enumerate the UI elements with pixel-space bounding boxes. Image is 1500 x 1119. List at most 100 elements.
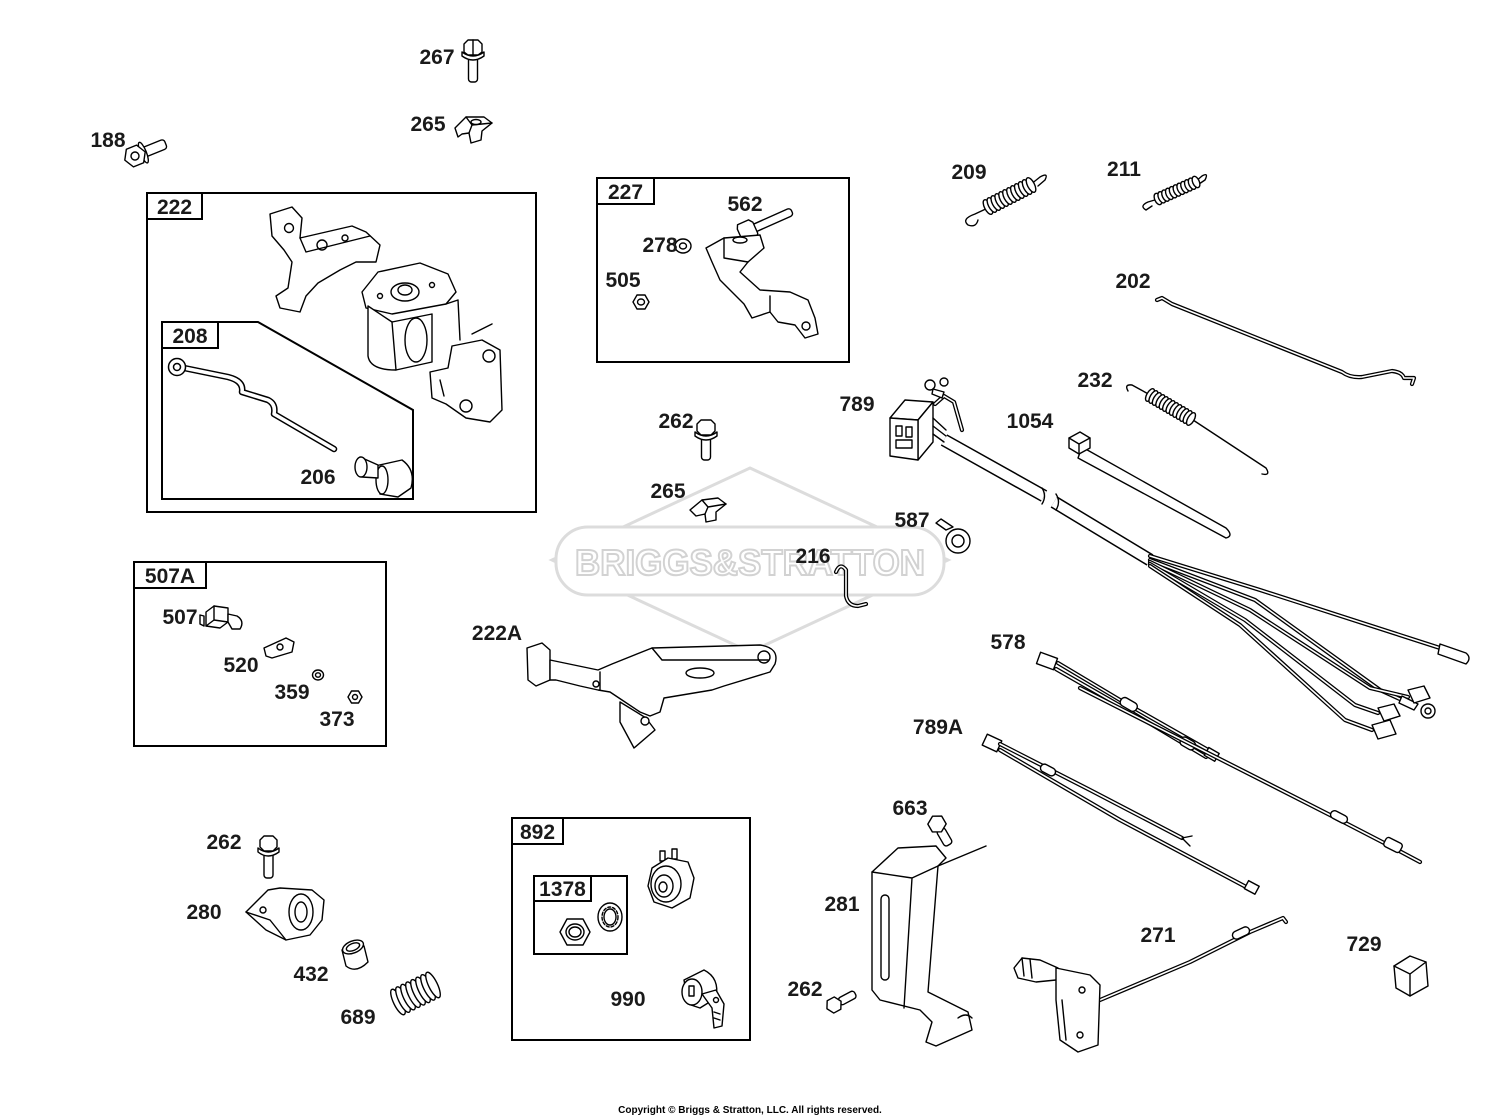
nut-505: [632, 294, 650, 310]
clip-587-shape: [935, 518, 954, 531]
group-box-208: 208: [161, 321, 414, 500]
group-label-208: 208: [172, 325, 207, 348]
spring-209-coils: [982, 177, 1037, 215]
wire-inner-stroke: [934, 395, 963, 431]
wire-harness-789-shape: [932, 417, 947, 443]
callout-232: 232: [1077, 369, 1112, 392]
bracket-222A-shape: [549, 644, 777, 717]
solenoid-bracket-222-shape: [341, 234, 349, 242]
washer-359-shape: [314, 672, 322, 678]
bracket-222A-shape: [526, 642, 551, 687]
group-label-892: 892: [520, 821, 555, 844]
bolt-262-middle-shape: [696, 419, 716, 436]
spring-211-shape: [1194, 173, 1208, 185]
clip-587: [935, 518, 971, 554]
solenoid-bracket-222-shape: [428, 281, 436, 289]
copyright-notice: Copyright © Briggs & Stratton, LLC. All …: [618, 1105, 882, 1116]
callout-507: 507: [162, 606, 197, 629]
group-box-227-shape: [596, 177, 850, 363]
switch-507-shape: [227, 613, 243, 630]
cap-729-shape: [1393, 961, 1427, 997]
solenoid-bracket-222-shape: [445, 299, 461, 341]
solenoid-bracket-222-shape: [459, 399, 473, 413]
nut-505-shape: [636, 298, 646, 306]
bolt-262-lower-middle: [826, 990, 857, 1014]
callout-262-middle: 262: [658, 410, 693, 433]
callout-373: 373: [319, 708, 354, 731]
callout-280: 280: [186, 901, 221, 924]
solenoid-bracket-222-shape: [269, 206, 381, 313]
nut-1378: [559, 918, 591, 946]
solenoid-bracket-222: [269, 206, 503, 423]
wire-harness-578-shape: [1035, 651, 1059, 671]
bolt-188: [124, 139, 168, 168]
group-box-1378: 1378: [533, 875, 628, 955]
group-box-208-shape: [161, 321, 414, 500]
bolt-262-middle: [694, 419, 718, 461]
bracket-227: [705, 234, 819, 339]
wire-harness-789-shape: [905, 426, 913, 438]
bolt-188-shape: [124, 144, 146, 168]
solenoid-bracket-222-shape: [397, 284, 413, 296]
nut-373-shape: [351, 693, 359, 701]
throttle-control-271-shape: [1078, 986, 1086, 994]
wire-harness-578-shape: [1119, 696, 1139, 713]
bracket-222A-shape: [685, 667, 715, 679]
group-box-507A-shape: [133, 561, 387, 747]
bolt-188-shape: [130, 151, 140, 161]
bracket-281-shape: [957, 1014, 973, 1019]
wire-harness-789-shape: [1437, 643, 1470, 665]
callout-262-lower-left: 262: [206, 831, 241, 854]
group-label-1378: 1378: [539, 878, 586, 901]
spring-coil: [1185, 412, 1197, 426]
wire-inner-stroke: [835, 565, 867, 607]
bracket-281-shape: [871, 845, 987, 1009]
solenoid-bracket-222-shape: [429, 339, 503, 423]
wire-harness-578-shape: [1383, 836, 1403, 854]
group-label-222: 222: [157, 196, 192, 219]
wire-inner-stroke: [1051, 497, 1153, 565]
clip-265-middle-shape: [689, 497, 727, 523]
spring-coil: [1191, 175, 1201, 189]
wire-harness-789-shape: [939, 377, 949, 387]
wire-harness-789A-shape: [997, 747, 1251, 891]
ignition-switch-892-shape: [671, 848, 678, 860]
group-label-227: 227: [608, 181, 643, 204]
bracket-222A-shape: [757, 650, 771, 664]
group-box-507A: 507A: [133, 561, 387, 747]
group-box-222-shape: [146, 192, 537, 513]
solenoid-bracket-222-shape: [404, 317, 428, 363]
wire-harness-789-shape: [1371, 719, 1397, 740]
wire-harness-789-shape: [924, 379, 936, 391]
wire-harness-789A: [981, 733, 1260, 895]
spring-232-shape: [1189, 417, 1269, 476]
wire-inner-stroke: [999, 743, 1183, 839]
throttle-control-271-shape: [1231, 926, 1251, 940]
callout-265-top: 265: [410, 113, 445, 136]
wire-harness-789: [889, 377, 1470, 740]
wire-inner-stroke: [182, 366, 336, 451]
spring-232: [1125, 384, 1269, 476]
wire-harness-789-shape: [895, 425, 903, 437]
callout-505: 505: [605, 269, 640, 292]
clip-265-top-shape: [465, 116, 493, 134]
cable-tie-1054-shape: [1068, 437, 1091, 455]
bracket-222A-shape: [599, 647, 769, 691]
group-box-892: 892: [511, 817, 751, 1041]
key-cylinder-990-shape: [712, 996, 720, 1004]
knob-206-shape: [354, 456, 368, 478]
wire-harness-789-shape: [895, 439, 913, 449]
spring-209: [965, 174, 1047, 227]
wire-harness-789A-shape: [1039, 763, 1057, 777]
rod-202: [1154, 295, 1417, 387]
ignition-switch-892-shape: [659, 850, 666, 862]
cap-729: [1393, 955, 1429, 997]
callout-206: 206: [300, 466, 335, 489]
wire-inner-stroke: [1057, 662, 1209, 751]
callout-209: 209: [951, 161, 986, 184]
bushing-432-shape: [345, 942, 361, 952]
bolt-267: [461, 39, 485, 83]
star-washer-shape: [601, 906, 619, 928]
bracket-280-shape: [245, 911, 287, 941]
bracket-227-shape: [732, 236, 748, 244]
